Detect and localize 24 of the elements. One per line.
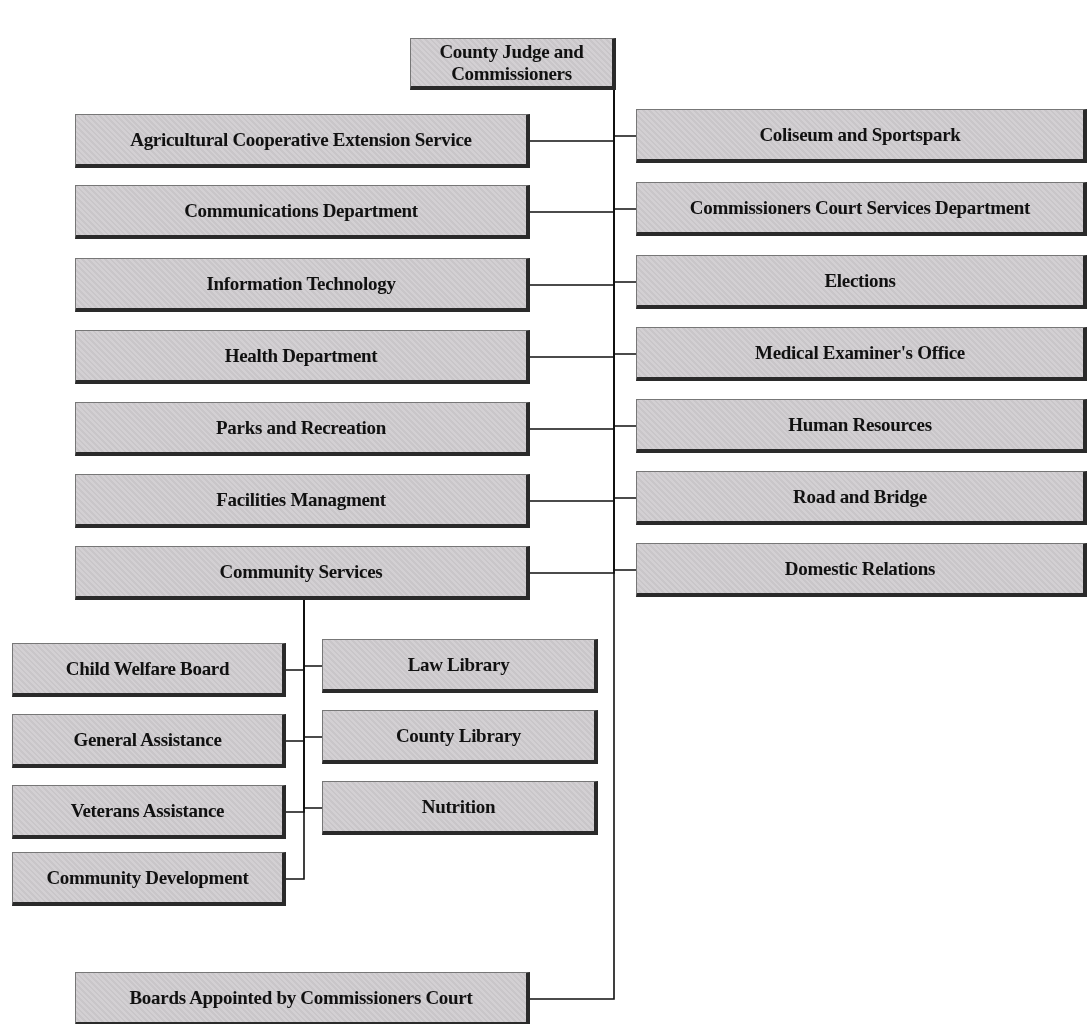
department-box: General Assistance [12,714,286,768]
department-box: Law Library [322,639,598,693]
department-box: Child Welfare Board [12,643,286,697]
department-box: Facilities Managment [75,474,530,528]
department-box: Road and Bridge [636,471,1087,525]
department-box: County Library [322,710,598,764]
department-box: Communications Department [75,185,530,239]
department-box: County Judge and Commissioners [410,38,616,90]
department-box: Coliseum and Sportspark [636,109,1087,163]
department-box: Commissioners Court Services Department [636,182,1087,236]
department-box: Medical Examiner's Office [636,327,1087,381]
department-box: Health Department [75,330,530,384]
department-box: Human Resources [636,399,1087,453]
department-box: Nutrition [322,781,598,835]
department-box: Agricultural Cooperative Extension Service [75,114,530,168]
department-box: Community Services [75,546,530,600]
department-box: Boards Appointed by Commissioners Court [75,972,530,1024]
department-box: Parks and Recreation [75,402,530,456]
department-box: Veterans Assistance [12,785,286,839]
department-box: Information Technology [75,258,530,312]
department-box: Elections [636,255,1087,309]
connector-line [285,599,305,880]
department-box: Domestic Relations [636,543,1087,597]
department-box: Community Development [12,852,286,906]
